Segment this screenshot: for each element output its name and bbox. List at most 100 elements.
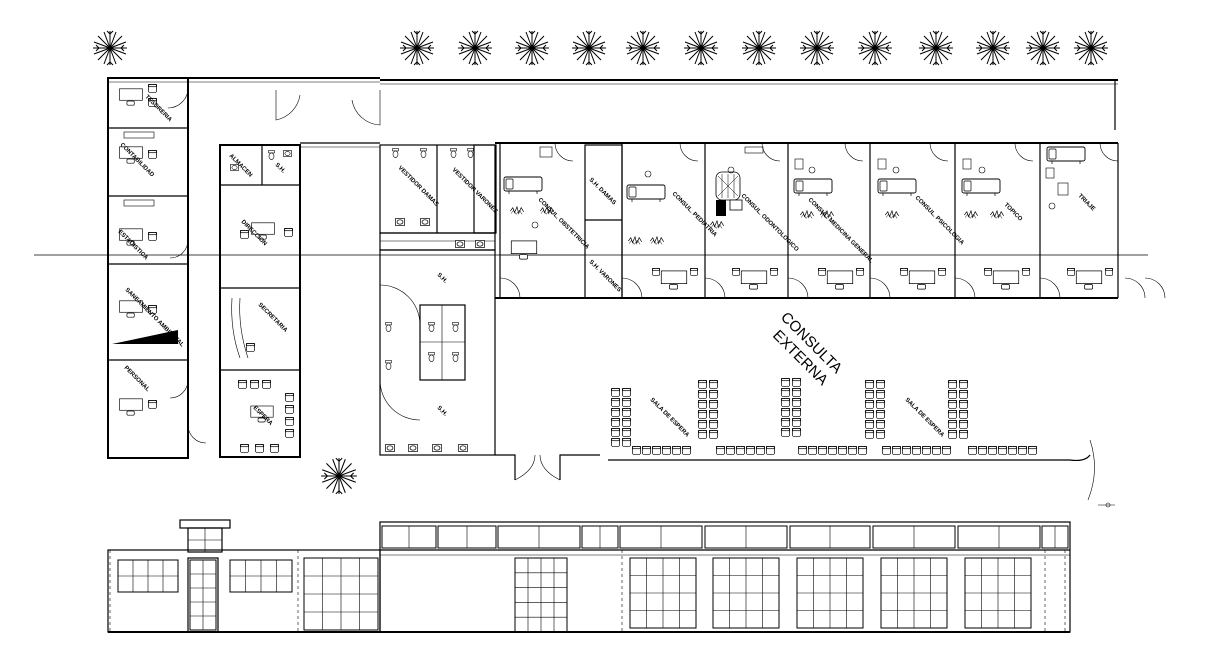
waiting-chair [611, 408, 620, 417]
waiting-chair [682, 446, 691, 455]
label-sh-2: S.H. [436, 405, 449, 418]
waiting-chair [611, 438, 620, 447]
waiting-chair [632, 446, 641, 455]
waiting-chair [998, 446, 1007, 455]
waiting-area [611, 378, 1037, 455]
waiting-chair [709, 410, 718, 419]
waiting-chair [828, 446, 837, 455]
label-consul-pediatria: CONSUL. PEDIATRIA [671, 191, 719, 239]
waiting-chair [912, 446, 921, 455]
waiting-chair [709, 390, 718, 399]
label-secretaria: SECRETARIA [257, 302, 289, 334]
waiting-chair [622, 418, 631, 427]
waiting-chair [876, 420, 885, 429]
waiting-chair [902, 446, 911, 455]
waiting-chair [622, 408, 631, 417]
waiting-chair [858, 446, 867, 455]
waiting-chair [611, 418, 620, 427]
label-sh-damas: S.H. DAMAS [588, 177, 617, 206]
waiting-chair [968, 446, 977, 455]
waiting-chair [882, 446, 891, 455]
waiting-chair [876, 410, 885, 419]
waiting-chair [716, 446, 725, 455]
waiting-chair [709, 400, 718, 409]
boundary-walls [108, 77, 1118, 148]
label-consul-psicologia: CONSUL. PSICOLOGIA [914, 195, 966, 247]
waiting-chair [792, 418, 801, 427]
waiting-chair [932, 446, 941, 455]
waiting-chair [865, 420, 874, 429]
label-sala-espera-2: SALA DE ESPERA [904, 397, 946, 439]
waiting-chair [698, 390, 707, 399]
waiting-chair [865, 410, 874, 419]
waiting-chair [746, 446, 755, 455]
waiting-chair [611, 398, 620, 407]
waiting-chair [698, 410, 707, 419]
waiting-chair [781, 388, 790, 397]
waiting-chair [948, 430, 957, 439]
label-vestidor-damas: VESTIDOR DAMAS [397, 165, 440, 208]
label-consul-odontologico: CONSUL. ODONTOLOGICO [740, 193, 800, 253]
label-sala-espera-1: SALA DE ESPERA [649, 397, 691, 439]
waiting-chair [942, 446, 951, 455]
waiting-chair [988, 446, 997, 455]
waiting-chair [959, 390, 968, 399]
waiting-chair [1008, 446, 1017, 455]
waiting-chair [781, 408, 790, 417]
label-tesoreria: TESORERIA [144, 94, 173, 123]
waiting-chair [781, 398, 790, 407]
waiting-chair [848, 446, 857, 455]
waiting-chair [959, 420, 968, 429]
waiting-chair [865, 380, 874, 389]
waiting-chair [622, 428, 631, 437]
waiting-chair [766, 446, 775, 455]
label-sh-varones: S.H. VARONES [588, 259, 622, 293]
admin-block [219, 90, 381, 458]
waiting-chair [865, 390, 874, 399]
waiting-chair [611, 428, 620, 437]
waiting-chair [698, 400, 707, 409]
toilet-block [379, 144, 600, 481]
waiting-chair [865, 400, 874, 409]
waiting-chair [709, 430, 718, 439]
label-triaje: TRIAJE [1077, 193, 1096, 212]
waiting-chair [922, 446, 931, 455]
waiting-chair [792, 388, 801, 397]
label-personal: PERSONAL [123, 365, 151, 393]
label-consul-obstetricia: CONSUL. OBSTETRICIA [537, 197, 591, 251]
waiting-chair [622, 398, 631, 407]
waiting-chair [1018, 446, 1027, 455]
waiting-chair [792, 408, 801, 417]
elevation [107, 519, 1071, 633]
waiting-chair [876, 390, 885, 399]
waiting-chair [808, 446, 817, 455]
waiting-chair [892, 446, 901, 455]
label-topico: TOPICO [1003, 202, 1024, 223]
waiting-chair [698, 430, 707, 439]
waiting-chair [948, 410, 957, 419]
waiting-chair [698, 380, 707, 389]
waiting-chair [959, 400, 968, 409]
waiting-chair [781, 428, 790, 437]
waiting-chair [662, 446, 671, 455]
waiting-chair [948, 390, 957, 399]
waiting-chair [959, 380, 968, 389]
label-sh-1: S.H. [436, 272, 449, 285]
consult-row [495, 142, 1166, 299]
waiting-chair [865, 430, 874, 439]
waiting-chair [959, 410, 968, 419]
waiting-chair [948, 420, 957, 429]
waiting-chair [622, 388, 631, 397]
waiting-chair [792, 398, 801, 407]
waiting-chair [876, 380, 885, 389]
waiting-chair [959, 430, 968, 439]
waiting-chair [709, 380, 718, 389]
waiting-chair [818, 446, 827, 455]
waiting-chair [838, 446, 847, 455]
waiting-wall [608, 454, 1091, 462]
waiting-chair [1028, 446, 1037, 455]
admin-wing [107, 77, 207, 459]
waiting-chair [652, 446, 661, 455]
waiting-chair [798, 446, 807, 455]
waiting-chair [948, 380, 957, 389]
